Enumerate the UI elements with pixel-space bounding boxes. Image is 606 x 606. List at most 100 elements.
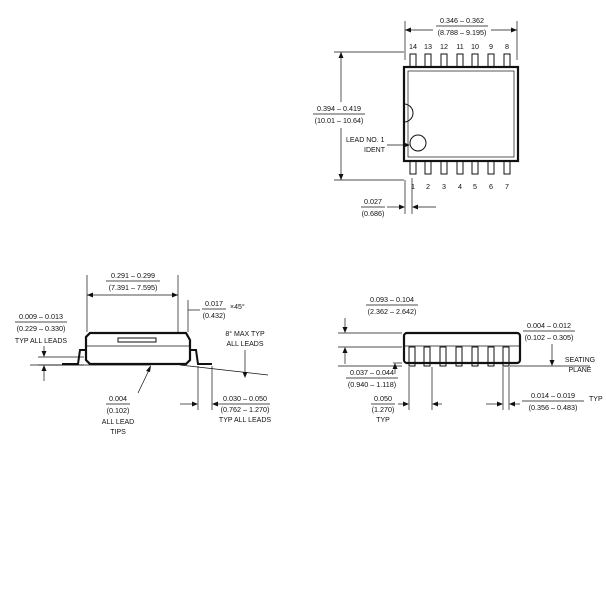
side-lead-right [190, 349, 212, 365]
pin-label-2: 2 [426, 182, 430, 191]
coplanarity-arrow [146, 365, 151, 372]
pin-label-11: 11 [456, 42, 463, 51]
bottom-leads [409, 160, 511, 175]
pin-label-4: 4 [458, 182, 462, 191]
lead-ident-line1: LEAD NO. 1 [346, 137, 385, 144]
pin-label-6: 6 [489, 182, 493, 191]
coplanarity-line1: ALL LEAD [102, 419, 134, 426]
notch [403, 103, 414, 123]
side-width-mm: (7.391 – 7.595) [109, 283, 158, 292]
pin-label-14: 14 [409, 42, 417, 51]
side-width-in: 0.291 – 0.299 [111, 271, 155, 280]
width-arrow-left [497, 401, 503, 407]
lead-6 [487, 160, 495, 175]
body-height-mm: (0.940 – 1.118) [348, 380, 396, 389]
end-lead-5 [471, 346, 479, 367]
lead-14 [409, 53, 417, 68]
lead-9 [487, 53, 495, 68]
side-width-arrow-left [87, 292, 93, 298]
pin-label-7: 7 [505, 182, 509, 191]
lead-1 [409, 160, 417, 175]
total-height-arrow-bottom [342, 347, 348, 353]
end-lead-4 [455, 346, 463, 367]
pin1-dot [409, 134, 427, 152]
coplanarity-in: 0.004 [109, 394, 127, 403]
package-body-top [402, 65, 520, 163]
lead-7 [503, 160, 511, 175]
end-lead-1 [408, 346, 416, 367]
angle-arrow [242, 372, 248, 378]
lead-width-mm: (0.356 – 0.483) [529, 403, 578, 412]
lead-3 [440, 160, 448, 175]
angle-line2: ALL LEADS [226, 341, 263, 348]
top-height-mm: (10.01 – 10.64) [315, 116, 364, 125]
chamfer-mm: (0.432) [203, 311, 226, 320]
lead-ident-line2: IDENT [364, 147, 386, 154]
chamfer-in: 0.017 [205, 299, 223, 308]
total-height-arrow-top [342, 327, 348, 333]
pin-label-9: 9 [489, 42, 493, 51]
body-height-in: 0.037 – 0.044 [350, 368, 394, 377]
side-mark [117, 337, 157, 343]
thickness-in: 0.009 – 0.013 [19, 312, 63, 321]
offset-arrow-left [399, 204, 405, 210]
foot-note: TYP ALL LEADS [219, 417, 271, 424]
offset-in: 0.027 [364, 197, 382, 206]
lead-11 [456, 53, 464, 68]
end-lead-6 [487, 346, 495, 367]
side-width-arrow-right [172, 292, 178, 298]
total-height-in: 0.093 – 0.104 [370, 295, 414, 304]
lead-12 [440, 53, 448, 68]
top-width-arrow-left [405, 27, 411, 33]
foot-arrow-left [192, 401, 198, 407]
end-lead-7 [502, 346, 510, 367]
offset-arrow-right [412, 204, 418, 210]
angle-line1: 8° MAX TYP [225, 330, 265, 338]
side-lead-left [62, 349, 86, 365]
pitch-in: 0.050 [374, 394, 392, 403]
standoff-in: 0.004 – 0.012 [527, 321, 571, 330]
lead-10 [471, 53, 479, 68]
coplanarity-line2: TIPS [110, 429, 126, 436]
lead-13 [424, 53, 432, 68]
lead-4 [456, 160, 464, 175]
top-height-in: 0.394 – 0.419 [317, 104, 361, 113]
pin-label-10: 10 [471, 42, 479, 51]
pin-label-1: 1 [411, 182, 415, 191]
end-view: 0.093 – 0.104 (2.362 – 2.642) 0.004 – 0.… [338, 295, 603, 424]
top-leads [409, 53, 511, 68]
coplanarity-leader [137, 367, 151, 394]
offset-mm: (0.686) [362, 209, 385, 218]
lead-8 [503, 53, 511, 68]
seating-line2: PLANE [569, 367, 592, 374]
pitch-note: TYP [376, 417, 390, 424]
thickness-arrow-bottom [41, 365, 47, 371]
pitch-arrow-right [432, 401, 438, 407]
thickness-note: TYP ALL LEADS [15, 338, 67, 345]
lead-2 [424, 160, 432, 175]
foot-mm: (0.762 – 1.270) [221, 405, 270, 414]
top-height-arrow-bottom [338, 174, 344, 180]
lead-ident-arrow [404, 142, 410, 148]
lead-5 [471, 160, 479, 175]
thickness-mm: (0.229 – 0.330) [17, 324, 66, 333]
lead-width-note: TYP [589, 396, 603, 403]
lead-width-in: 0.014 – 0.019 [531, 391, 575, 400]
end-leads [408, 346, 510, 367]
pin-label-5: 5 [473, 182, 477, 191]
top-height-arrow-top [338, 52, 344, 58]
chamfer-suffix: ×45° [230, 303, 245, 311]
end-lead-3 [439, 346, 447, 367]
end-lead-2 [423, 346, 431, 367]
coplanarity-mm: (0.102) [107, 406, 130, 415]
pitch-arrow-left [403, 401, 409, 407]
total-height-mm: (2.362 – 2.642) [368, 307, 417, 316]
pin-label-12: 12 [440, 42, 448, 51]
package-body-inner [407, 70, 515, 158]
pitch-mm: (1.270) [372, 405, 395, 414]
seating-line1: SEATING [565, 357, 595, 364]
pin-label-8: 8 [505, 42, 509, 51]
side-view: 0.291 – 0.299 (7.391 – 7.595) 0.017 (0.4… [15, 271, 271, 436]
